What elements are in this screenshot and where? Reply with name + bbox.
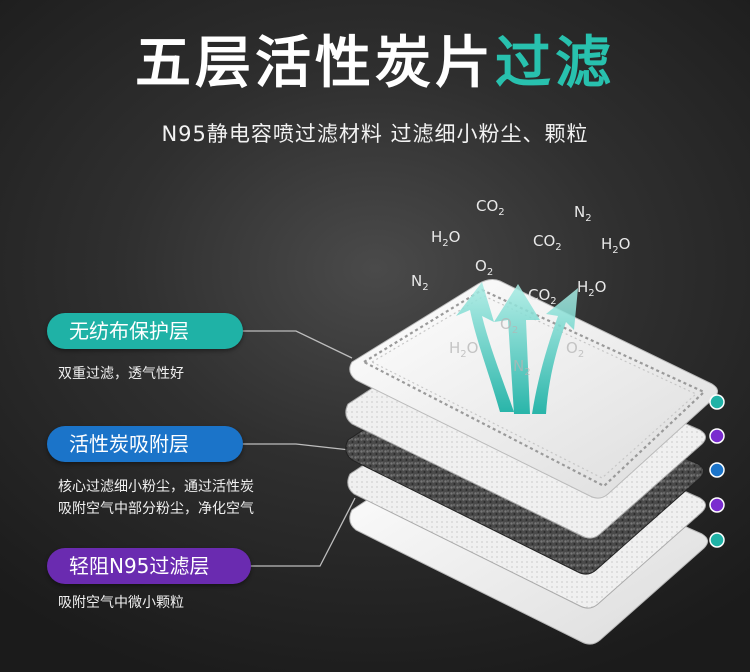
- subtitle: N95静电容喷过滤材料 过滤细小粉尘、颗粒: [161, 122, 589, 146]
- layer-dot-3: [709, 462, 725, 478]
- layer-dot-2: [709, 428, 725, 444]
- molecule-label: N2: [411, 272, 429, 293]
- layer-desc-nonwoven: 双重过滤，透气性好: [58, 363, 184, 385]
- molecule-label: O2: [566, 339, 585, 360]
- airflow-arrows: [456, 282, 578, 414]
- molecule-label: N2: [574, 203, 592, 224]
- molecule-label: CO2: [476, 197, 505, 218]
- molecule-label: H2O: [577, 278, 607, 299]
- layer-desc-carbon: 核心过滤细小粉尘，通过活性炭 吸附空气中部分粉尘，净化空气: [58, 476, 254, 520]
- molecule-label: H2O: [431, 228, 461, 249]
- molecule-label: CO2: [528, 286, 557, 307]
- layer-label-n95: 轻阻N95过滤层: [47, 548, 251, 584]
- molecule-label: H2O: [449, 339, 479, 360]
- page-title: 五层活性炭片过滤: [0, 28, 750, 100]
- desc-line: 核心过滤细小粉尘，通过活性炭: [58, 479, 254, 495]
- layer-dot-5: [709, 532, 725, 548]
- title-main: 五层活性炭片: [135, 31, 495, 96]
- molecule-label: O2: [475, 257, 494, 278]
- molecule-label: O2: [500, 315, 519, 336]
- molecule-label: CO2: [533, 232, 562, 253]
- desc-line: 吸附空气中微小颗粒: [58, 595, 184, 611]
- desc-line: 双重过滤，透气性好: [58, 366, 184, 382]
- desc-line: 吸附空气中部分粉尘，净化空气: [58, 501, 254, 517]
- layer-dot-4: [709, 497, 725, 513]
- layer-desc-n95: 吸附空气中微小颗粒: [58, 592, 184, 614]
- molecule-label: H2O: [601, 235, 631, 256]
- layer-label-nonwoven: 无纺布保护层: [47, 313, 243, 349]
- layer-label-carbon: 活性炭吸附层: [47, 426, 243, 462]
- molecule-label: N2: [513, 357, 531, 378]
- title-highlight: 过滤: [495, 31, 615, 96]
- layer-dot-1: [709, 394, 725, 410]
- layer-dots: [709, 394, 725, 548]
